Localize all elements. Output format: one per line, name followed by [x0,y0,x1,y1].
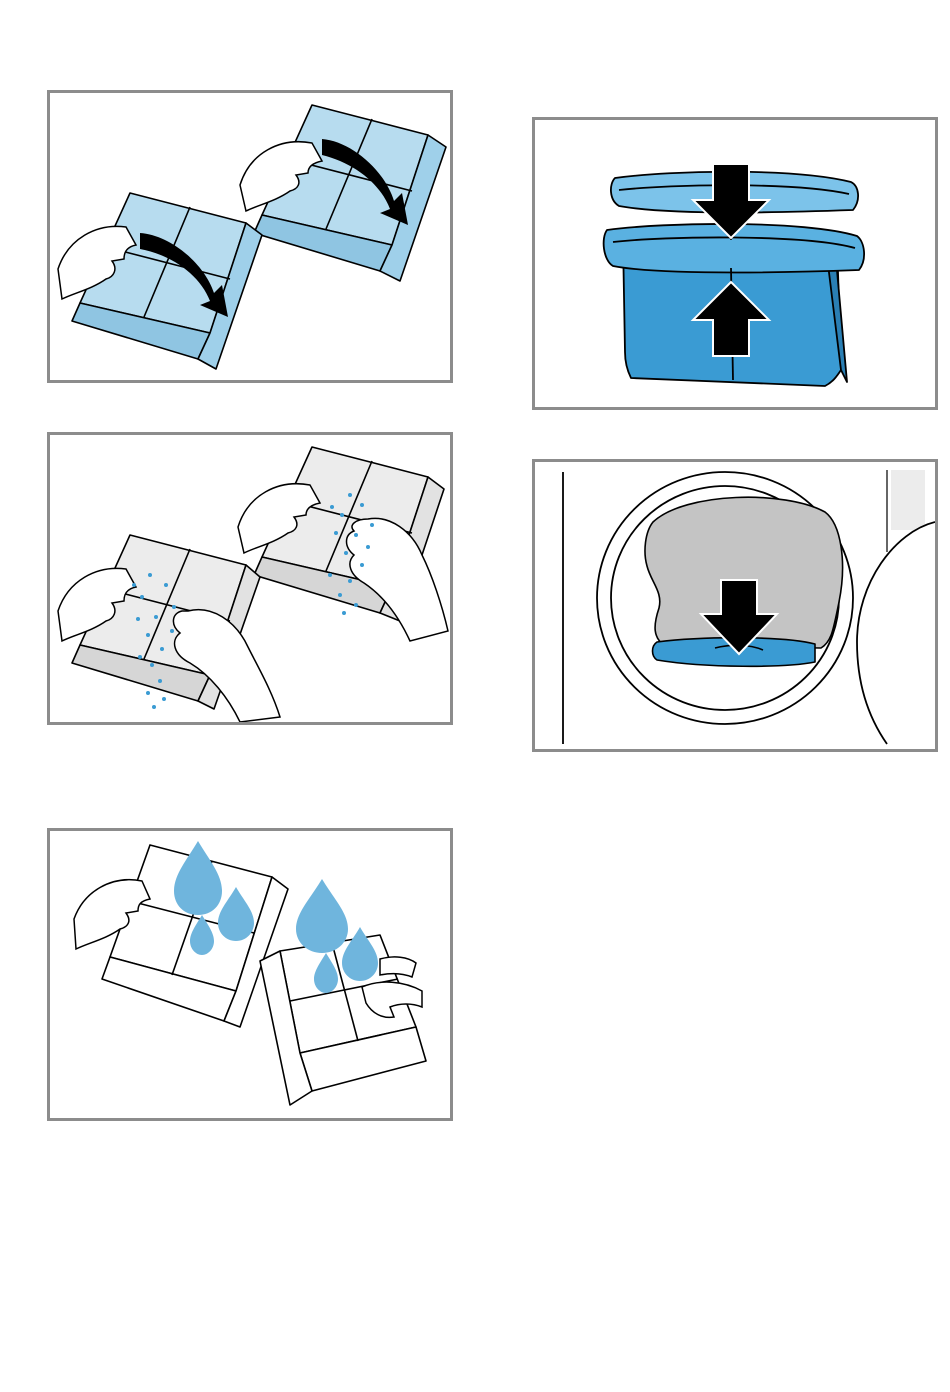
figure-insert-filter-into-door [532,459,938,752]
insert-filter-illustration [535,462,935,749]
remove-fluff-illustration [50,435,450,722]
figure-remove-fluff-by-hand [47,432,453,725]
figure-open-fluff-filter [47,90,453,383]
close-filter-illustration [535,120,935,407]
rinse-filter-illustration [50,831,450,1118]
figure-rinse-filter-water [47,828,453,1121]
figure-close-fluff-filter [532,117,938,410]
open-filter-illustration [50,93,450,380]
